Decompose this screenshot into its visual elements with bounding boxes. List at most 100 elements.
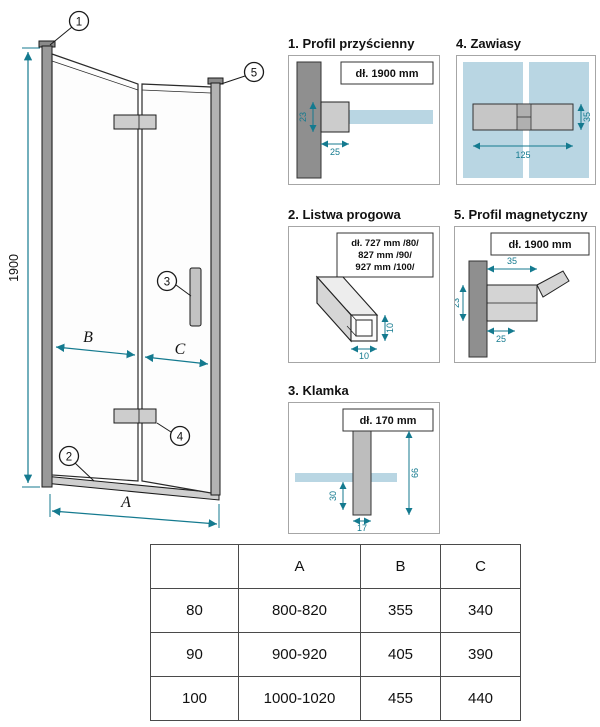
- glass-panel-right: [141, 83, 212, 494]
- dim-23: 23: [455, 285, 467, 321]
- dim-17: 17: [353, 517, 371, 533]
- svg-text:35: 35: [507, 256, 517, 266]
- main-drawing: 1900 B C A 1 5: [6, 4, 276, 549]
- panel-1-svg: dł. 1900 mm 23 25: [296, 61, 434, 179]
- dim-25: 25: [321, 140, 349, 157]
- table-header-row: A B C: [150, 544, 521, 589]
- dimension-b: B: [55, 329, 136, 359]
- wall-section: [296, 61, 322, 179]
- value-b: 405: [360, 632, 441, 677]
- panel-1-profil-przyscienny: dł. 1900 mm 23 25: [288, 55, 440, 185]
- panel-2-listwa-progowa: dł. 727 mm /80/ 827 mm /90/ 927 mm /100/…: [288, 226, 440, 363]
- panel-1-title: 1. Profil przyścienny: [288, 36, 415, 51]
- panel-5-profil-magnetyczny: dł. 1900 mm 35 23 25: [454, 226, 596, 363]
- panel-5-svg: dł. 1900 mm 35 23 25: [455, 232, 590, 358]
- callout-5: 5: [220, 61, 265, 85]
- col-header-a: A: [238, 544, 361, 589]
- value-a: 1000-1020: [238, 676, 361, 721]
- panel-2-length-3: 927 mm /100/: [355, 262, 415, 273]
- table-row: 80 800-820 355 340: [150, 588, 521, 633]
- length-label-box: dł. 170 mm: [342, 408, 434, 432]
- svg-text:35: 35: [582, 112, 592, 122]
- callout-1-number: 1: [76, 17, 82, 29]
- panel-3-length: dł. 170 mm: [360, 415, 417, 427]
- hinge-top: [113, 114, 157, 130]
- panel-2-svg: dł. 727 mm /80/ 827 mm /90/ 927 mm /100/…: [315, 232, 434, 361]
- length-label-box: dł. 1900 mm: [340, 61, 434, 85]
- size-label: 90: [150, 632, 239, 677]
- wall-section: [468, 260, 488, 358]
- col-header-b: B: [360, 544, 441, 589]
- dim-1900-label: 1900: [7, 254, 21, 282]
- handle-body: [352, 430, 372, 516]
- callout-2: 2: [58, 445, 95, 482]
- callout-4-number: 4: [177, 432, 184, 444]
- svg-text:17: 17: [357, 523, 367, 533]
- svg-text:125: 125: [515, 150, 530, 160]
- svg-text:30: 30: [328, 491, 338, 501]
- svg-text:10: 10: [359, 351, 369, 361]
- callout-3-number: 3: [164, 277, 170, 289]
- door-diagram-svg: 1900 B C A 1 5: [7, 10, 265, 528]
- dim-b-label: B: [83, 329, 93, 346]
- dim-35: 35: [577, 104, 592, 130]
- dim-23: 23: [298, 102, 317, 132]
- dim-25: 25: [487, 327, 515, 344]
- profile-section: [320, 101, 350, 133]
- svg-text:66: 66: [410, 468, 420, 478]
- svg-text:10: 10: [385, 323, 395, 333]
- glass-panel-left: [51, 53, 139, 482]
- dim-a-label: A: [120, 494, 131, 511]
- panel-2-length-1: dł. 727 mm /80/: [351, 238, 419, 249]
- svg-text:23: 23: [455, 298, 461, 308]
- length-label-box: dł. 1900 mm: [490, 232, 590, 256]
- callout-2-number: 2: [66, 452, 72, 464]
- glass-section: [345, 110, 433, 124]
- value-b: 455: [360, 676, 441, 721]
- size-label: 80: [150, 588, 239, 633]
- door-handle: [189, 267, 202, 327]
- col-header-c: C: [440, 544, 521, 589]
- dim-66: 66: [405, 431, 420, 515]
- value-c: 440: [440, 676, 521, 721]
- value-c: 340: [440, 588, 521, 633]
- callout-5-number: 5: [251, 68, 257, 80]
- panel-3-klamka: dł. 170 mm 66 30 17: [288, 402, 440, 534]
- callout-4: 4: [156, 422, 191, 447]
- panel-4-title: 4. Zawiasy: [456, 36, 522, 51]
- dim-10-height: 10: [381, 315, 395, 341]
- value-a: 800-820: [238, 588, 361, 633]
- callout-3: 3: [156, 270, 192, 297]
- panel-3-title: 3. Klamka: [288, 383, 349, 398]
- dim-10-width: 10: [351, 345, 377, 361]
- panel-5-length: dł. 1900 mm: [509, 239, 572, 251]
- panel-5-title: 5. Profil magnetyczny: [454, 207, 588, 222]
- glass-section: [295, 473, 397, 482]
- dim-c-label: C: [175, 341, 186, 358]
- dimension-a: A: [49, 494, 220, 528]
- panel-2-title: 2. Listwa progowa: [288, 207, 401, 222]
- panel-4-svg: 125 35: [463, 62, 592, 178]
- callout-1: 1: [49, 10, 90, 46]
- value-b: 355: [360, 588, 441, 633]
- svg-text:25: 25: [330, 147, 340, 157]
- col-header-blank: [150, 544, 239, 589]
- panel-2-length-2: 827 mm /90/: [358, 250, 412, 261]
- table-row: 90 900-920 405 390: [150, 632, 521, 677]
- dimension-c: C: [144, 341, 209, 368]
- panel-4-zawiasy: 125 35: [456, 55, 596, 185]
- hinge-bottom: [113, 408, 157, 424]
- magnetic-profile-section: [486, 270, 570, 322]
- dim-30: 30: [328, 482, 347, 510]
- panel-1-length: dł. 1900 mm: [356, 68, 419, 80]
- dim-35: 35: [487, 256, 537, 273]
- dim-125: 125: [473, 142, 573, 160]
- table-row: 100 1000-1020 455 440: [150, 676, 521, 721]
- dimension-height: 1900: [7, 47, 40, 488]
- panel-3-svg: dł. 170 mm 66 30 17: [295, 408, 434, 533]
- size-table: A B C 80 800-820 355 340 90 900-920 405 …: [150, 544, 521, 721]
- svg-text:23: 23: [298, 112, 308, 122]
- size-label: 100: [150, 676, 239, 721]
- threshold-tube-3d: [315, 275, 379, 343]
